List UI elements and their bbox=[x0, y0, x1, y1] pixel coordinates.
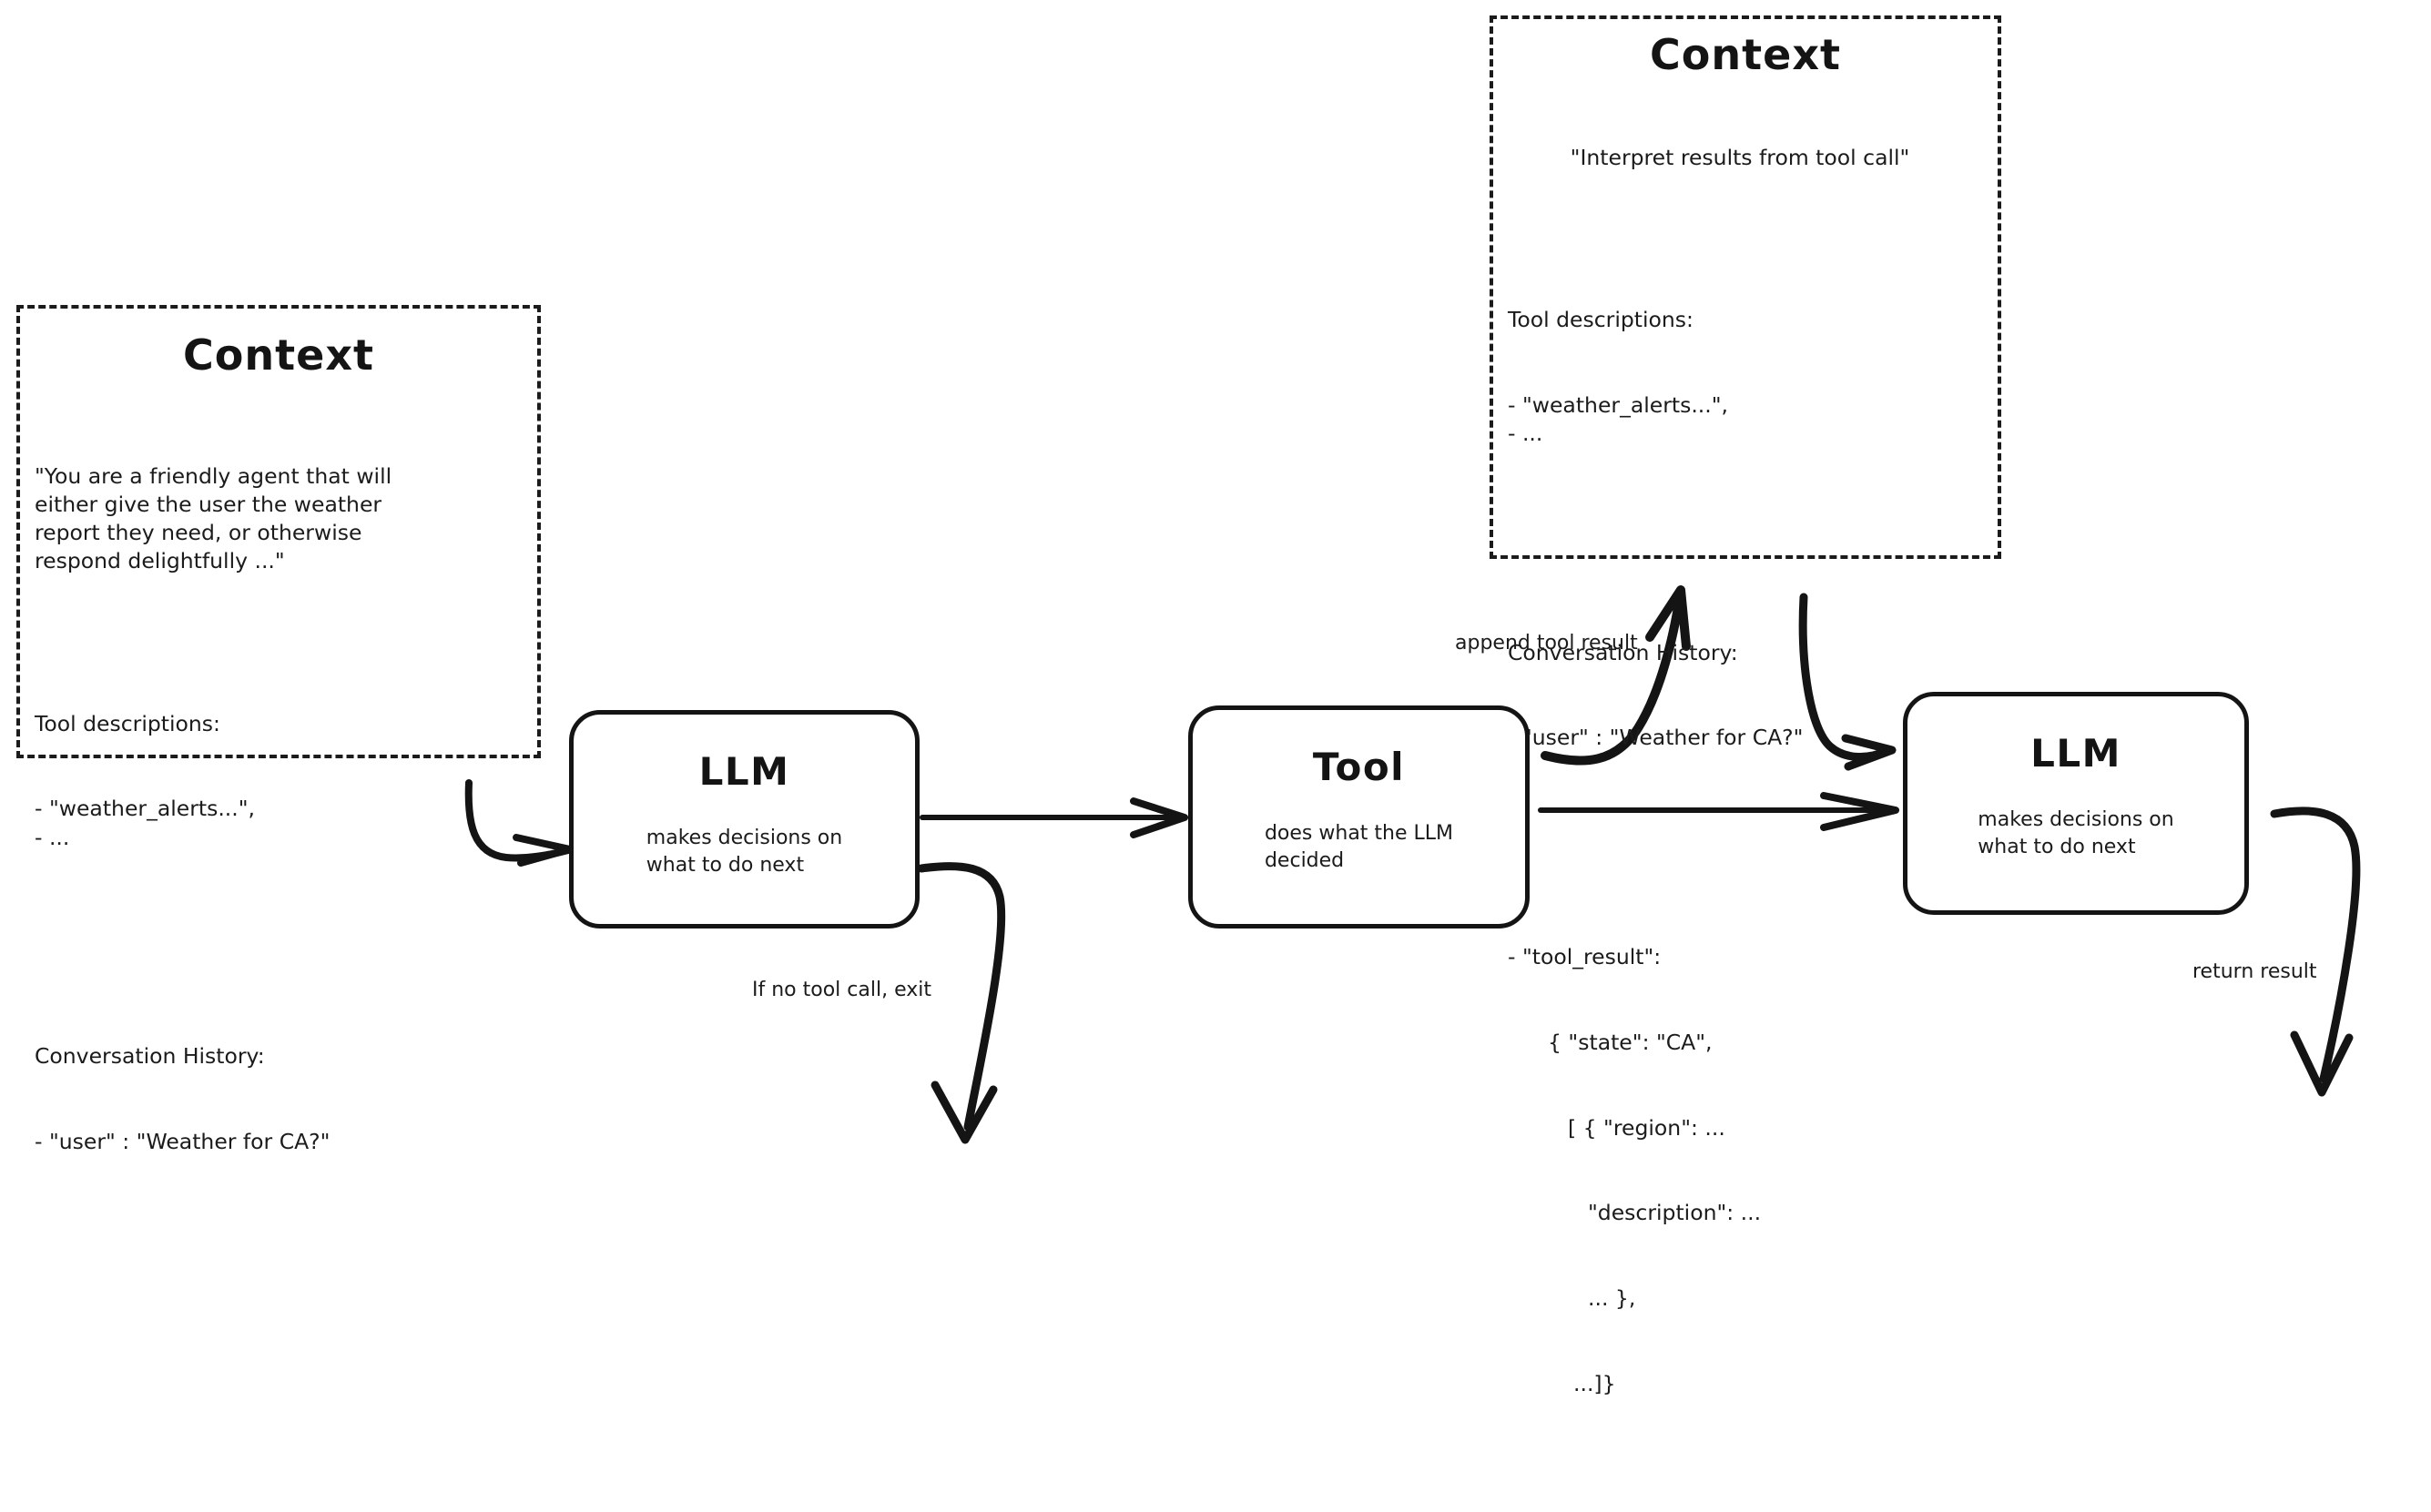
edge-llm-second-return bbox=[2270, 807, 2361, 1097]
edge-llm-first-exit bbox=[917, 862, 1006, 1144]
context-box-left: Context "You are a friendly agent that w… bbox=[16, 305, 541, 1154]
node-llm-second-subtitle: makes decisions on what to do next bbox=[1978, 808, 2174, 858]
node-tool[interactable]: Tool does what the LLM decided bbox=[1188, 705, 1530, 929]
diagram-canvas: .edge-stroke { fill: none; stroke: #1414… bbox=[16, 15, 2361, 1396]
context-left-body: "You are a friendly agent that will eith… bbox=[35, 405, 537, 1270]
context-left-tools-group: Tool descriptions: - "weather_alerts..."… bbox=[35, 653, 521, 908]
edge-llm-first-to-tool bbox=[920, 797, 1188, 838]
context-right-conversation-group: Conversation History: - "user" : "Weathe… bbox=[1508, 582, 1985, 809]
node-llm-second-title: LLM bbox=[2030, 731, 2121, 776]
edge-label-return-result: return result bbox=[2192, 960, 2317, 983]
context-right-tools-items: - "weather_alerts...", - ... bbox=[1508, 391, 1729, 446]
context-left-conversation-items: - "user" : "Weather for CA?" bbox=[35, 1129, 331, 1154]
node-llm-first[interactable]: LLM makes decisions on what to do next bbox=[569, 710, 920, 929]
node-tool-title: Tool bbox=[1312, 745, 1406, 789]
context-right-tool-result-header: - "tool_result": bbox=[1508, 944, 1662, 969]
context-box-right: Context "Interpret results from tool cal… bbox=[1490, 15, 2001, 1396]
context-right-tools-header: Tool descriptions: bbox=[1508, 306, 1694, 332]
context-right-conversation-user: - "user" : "Weather for CA?" bbox=[1508, 725, 1804, 751]
context-left-tools-header: Tool descriptions: bbox=[35, 710, 220, 736]
context-right-tools-group: Tool descriptions: - "weather_alerts..."… bbox=[1508, 249, 1985, 504]
context-left-conversation-header: Conversation History: bbox=[35, 1043, 265, 1070]
context-right-tool-result-line-2: [ { "region": ... bbox=[1568, 1114, 1725, 1141]
context-left-tools-items: - "weather_alerts...", - ... bbox=[35, 796, 256, 850]
node-llm-first-subtitle: makes decisions on what to do next bbox=[646, 827, 843, 877]
context-left-conversation-group: Conversation History: - "user" : "Weathe… bbox=[35, 986, 521, 1213]
edge-label-llm-exit: If no tool call, exit bbox=[752, 979, 931, 1001]
context-right-system-prompt: "Interpret results from tool call" bbox=[1570, 144, 1910, 170]
context-left-title: Context bbox=[183, 330, 374, 380]
context-right-title: Context bbox=[1650, 30, 1841, 79]
node-llm-first-title: LLM bbox=[698, 749, 790, 794]
context-right-body: "Interpret results from tool call" Tool … bbox=[1508, 86, 1998, 1512]
context-right-tool-result-line-5: ...]} bbox=[1573, 1370, 1616, 1396]
context-right-tool-result-line-3: "description": ... bbox=[1588, 1200, 1762, 1226]
context-right-tool-result-line-1: { "state": "CA", bbox=[1548, 1029, 1713, 1055]
node-llm-second[interactable]: LLM makes decisions on what to do next bbox=[1903, 692, 2249, 915]
context-right-tool-result-line-4: ... }, bbox=[1588, 1285, 1636, 1311]
context-right-conversation-header: Conversation History: bbox=[1508, 639, 1738, 665]
context-right-tool-result-group: - "tool_result": { "state": "CA", [ { "r… bbox=[1508, 887, 1985, 1456]
node-tool-subtitle: does what the LLM decided bbox=[1264, 822, 1454, 872]
edge-label-append-tool-result: append tool result bbox=[1455, 632, 1638, 655]
context-left-system-prompt: "You are a friendly agent that will eith… bbox=[35, 462, 392, 574]
